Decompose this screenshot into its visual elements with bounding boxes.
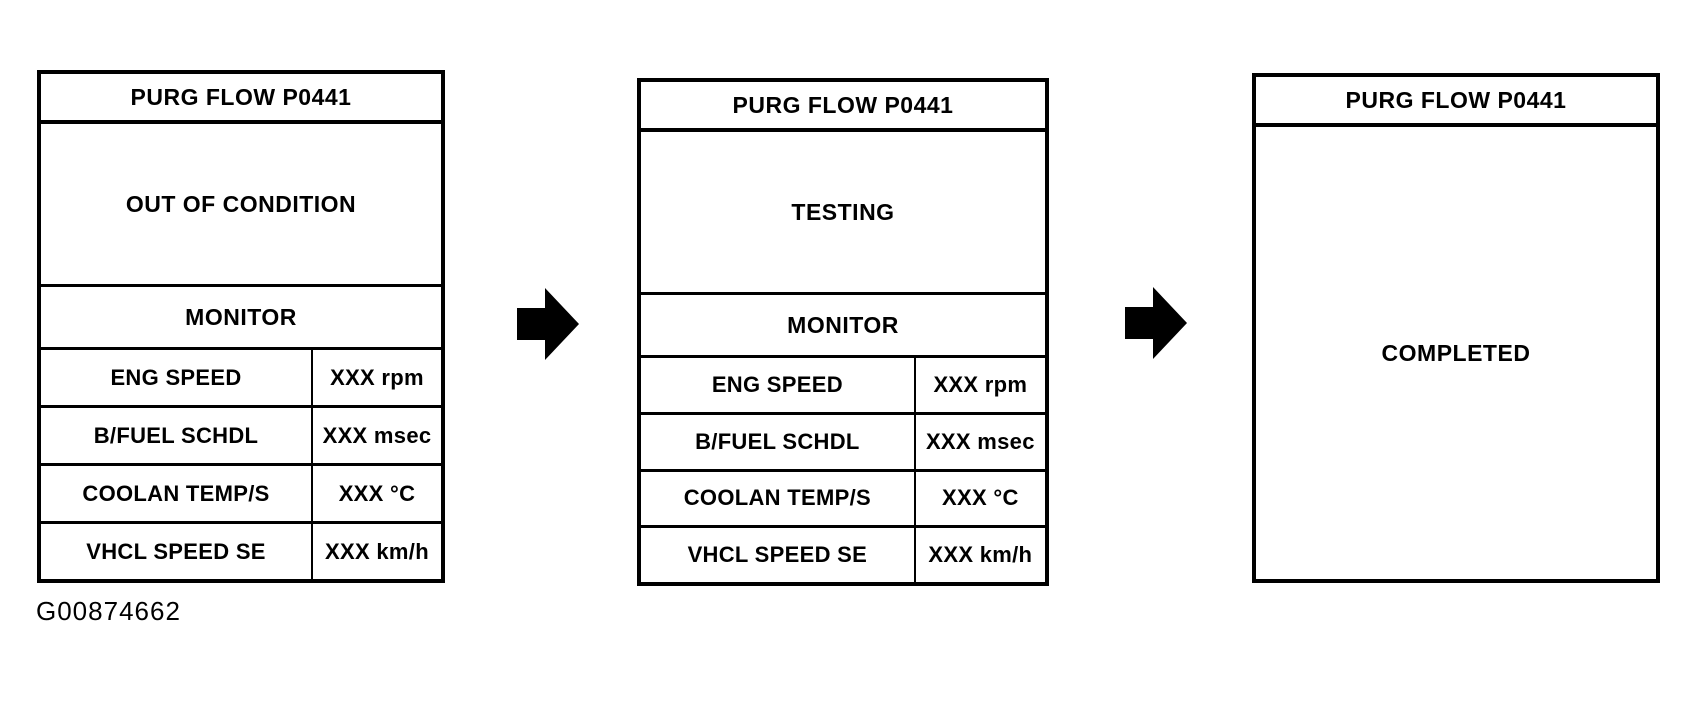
monitor-row-label: B/FUEL SCHDL (41, 408, 313, 463)
monitor-row-b-fuel-schdl: B/FUEL SCHDL XXX msec (41, 408, 441, 466)
monitor-table: ENG SPEED XXX rpm B/FUEL SCHDL XXX msec … (41, 350, 441, 579)
right-arrow-icon (517, 288, 579, 360)
monitor-row-value: XXX rpm (933, 371, 1028, 397)
screen-title: PURG FLOW P0441 (1256, 77, 1656, 127)
screen-title: PURG FLOW P0441 (641, 82, 1045, 132)
scan-tool-screen-testing: PURG FLOW P0441 TESTING MONITOR ENG SPEE… (637, 78, 1049, 586)
monitor-row-value: XXX °C (942, 485, 1019, 511)
monitor-section-label: MONITOR (41, 287, 441, 350)
monitor-row-value: XXX rpm (330, 364, 424, 390)
monitor-row-value: XXX km/h (928, 542, 1033, 568)
monitor-row-b-fuel-schdl: B/FUEL SCHDL XXX msec (641, 414, 1045, 472)
monitor-row-label: COOLAN TEMP/S (41, 466, 313, 521)
monitor-row-value: XXX msec (925, 428, 1035, 454)
monitor-row-vhcl-speed: VHCL SPEED SE XXX km/h (641, 528, 1045, 582)
status-text: TESTING (641, 132, 1045, 295)
scan-tool-screen-completed: PURG FLOW P0441 COMPLETED (1252, 73, 1660, 583)
right-arrow-icon (1125, 287, 1187, 359)
monitor-table: ENG SPEED XXX rpm B/FUEL SCHDL XXX msec … (641, 358, 1045, 582)
monitor-row-coolant-temp: COOLAN TEMP/S XXX °C (641, 471, 1045, 529)
status-text: OUT OF CONDITION (41, 124, 441, 287)
monitor-row-eng-speed: ENG SPEED XXX rpm (41, 350, 441, 408)
monitor-row-eng-speed: ENG SPEED XXX rpm (641, 358, 1045, 415)
monitor-row-label: COOLAN TEMP/S (641, 471, 916, 526)
monitor-row-value: XXX msec (322, 422, 432, 448)
monitor-row-value: XXX °C (338, 480, 416, 506)
monitor-row-label: VHCL SPEED SE (41, 524, 313, 579)
screen-title: PURG FLOW P0441 (41, 74, 441, 124)
monitor-row-label: ENG SPEED (41, 350, 313, 405)
scan-tool-screen-out-of-condition: PURG FLOW P0441 OUT OF CONDITION MONITOR… (37, 70, 445, 583)
monitor-row-label: B/FUEL SCHDL (641, 414, 916, 469)
monitor-row-label: VHCL SPEED SE (641, 528, 916, 582)
monitor-row-vhcl-speed: VHCL SPEED SE XXX km/h (41, 524, 441, 579)
monitor-row-coolant-temp: COOLAN TEMP/S XXX °C (41, 466, 441, 524)
monitor-row-value: XXX km/h (325, 538, 429, 564)
status-text: COMPLETED (1381, 339, 1531, 366)
monitor-row-label: ENG SPEED (641, 358, 916, 412)
figure-id-label: G00874662 (36, 596, 181, 626)
monitor-section-label: MONITOR (641, 295, 1045, 358)
